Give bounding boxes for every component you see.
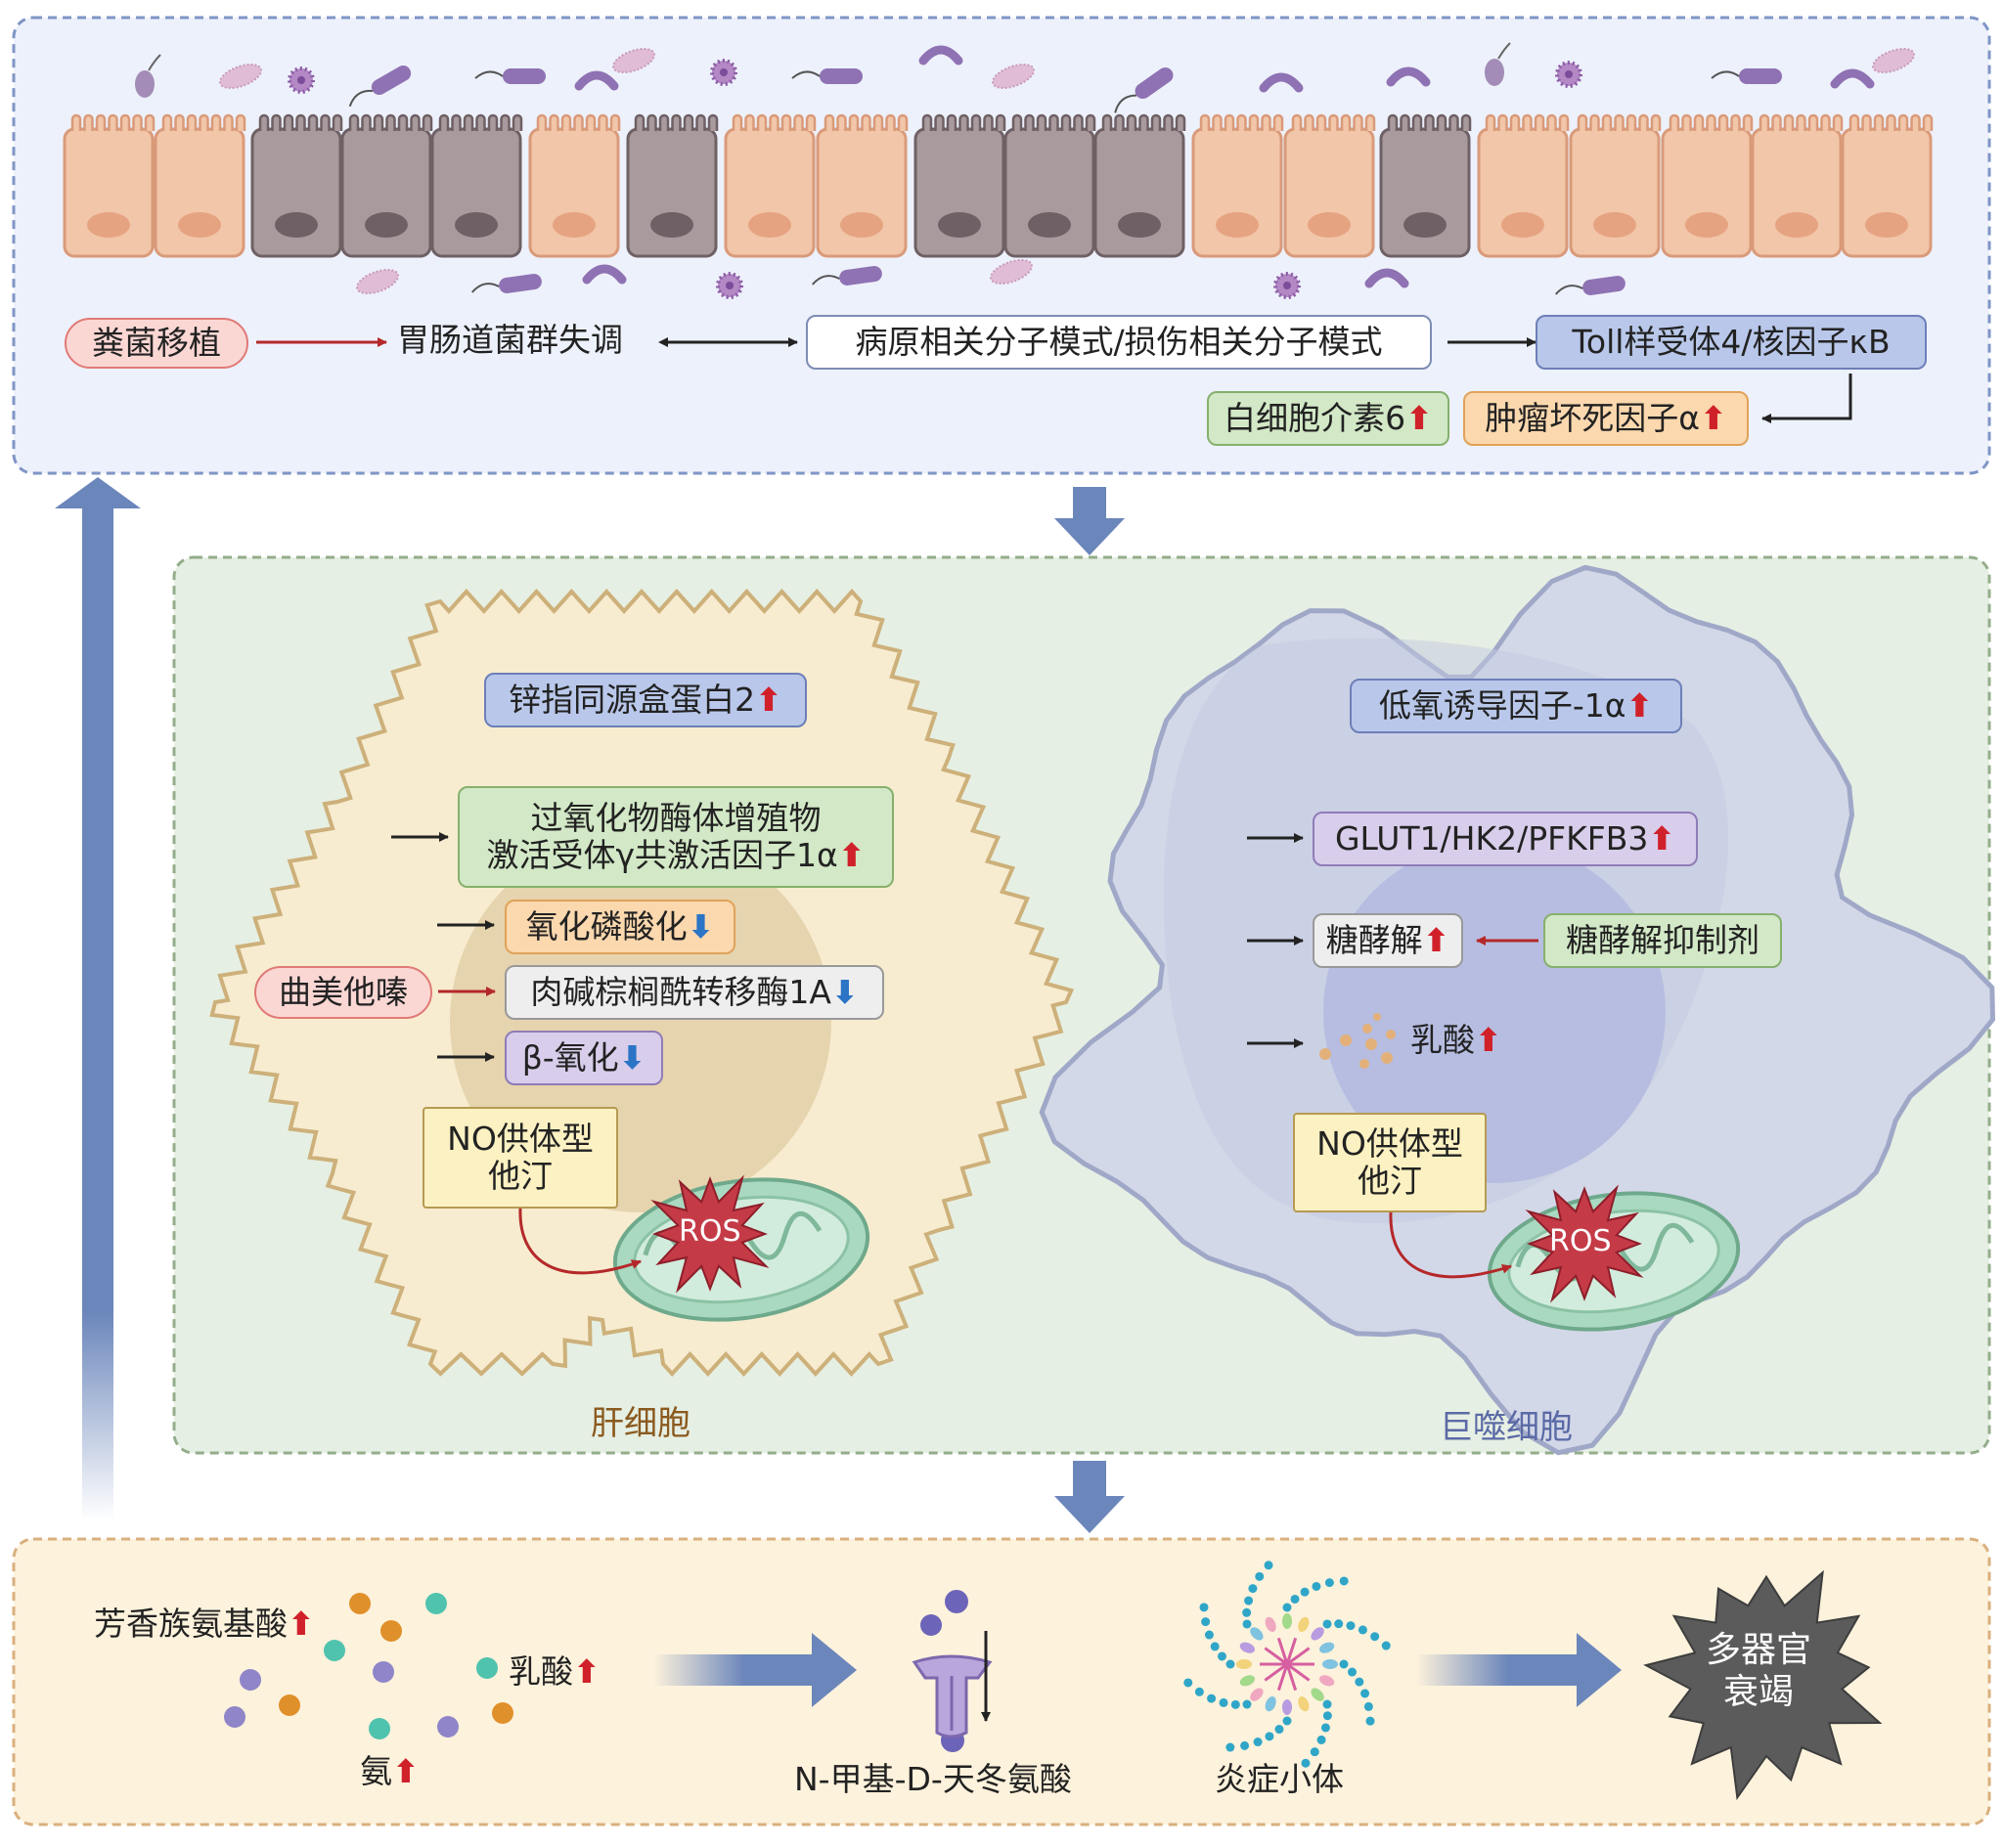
aromatic-amino-acids-label: 芳香族氨基酸⬆ xyxy=(94,1605,315,1643)
hepatocyte-ros-label: ROS xyxy=(679,1214,741,1249)
lactate-particles xyxy=(1319,1013,1396,1069)
up-arrow-icon: ⬆ xyxy=(1648,819,1676,858)
ros-burst-icon xyxy=(1525,1184,1644,1303)
dysbiosis-label: 胃肠道菌群失调 xyxy=(397,321,623,359)
metabolite-dots xyxy=(224,1593,513,1739)
intestinal-epithelium xyxy=(63,113,1934,258)
flow-arrow-2 xyxy=(1416,1633,1622,1707)
macrophage-no-statin-label: NO供体型他汀 xyxy=(1293,1113,1487,1212)
trimetazidine-label: 曲美他嗪 xyxy=(254,966,432,1019)
down-arrow-icon: ⬇ xyxy=(830,973,859,1012)
nmda-receptor-icon xyxy=(912,1590,993,1752)
il6-label: 白细胞介素6⬆ xyxy=(1207,391,1449,446)
up-arrow-icon: ⬆ xyxy=(1405,399,1433,438)
systemic-panel xyxy=(12,1537,1991,1826)
pamps-damps-label: 病原相关分子模式/损伤相关分子模式 xyxy=(806,315,1432,370)
beta-oxidation-label: β-氧化⬇ xyxy=(505,1031,663,1085)
feedback-arrow xyxy=(55,477,141,1520)
macrophage-lactate-label: 乳酸⬆ xyxy=(1410,1021,1502,1059)
flow-arrow-1 xyxy=(653,1633,857,1707)
ammonia-label: 氨⬆ xyxy=(360,1752,420,1790)
hepatocyte-caption: 肝细胞 xyxy=(591,1404,690,1443)
hif1a-label: 低氧诱导因子-1α⬆ xyxy=(1350,679,1682,733)
macrophage-ros-label: ROS xyxy=(1549,1224,1612,1258)
multi-organ-failure-label: 多器官衰竭 xyxy=(1706,1630,1812,1713)
down-arrow-icon: ⬇ xyxy=(618,1038,646,1078)
down-arrow-icon: ⬇ xyxy=(687,907,715,946)
glycolysis-label: 糖酵解⬆ xyxy=(1313,913,1463,968)
inflammasome-icon xyxy=(1183,1561,1391,1768)
inflammasome-label: 炎症小体 xyxy=(1215,1760,1344,1798)
cpt1a-label: 肉碱棕榈酰转移酶1A⬇ xyxy=(505,965,884,1020)
fmt-label: 粪菌移植 xyxy=(65,318,248,369)
up-arrow-icon: ⬆ xyxy=(1475,1021,1502,1059)
nmda-label: N-甲基-D-天冬氨酸 xyxy=(794,1760,1072,1798)
up-arrow-icon: ⬆ xyxy=(1422,921,1450,960)
pgc1a-label: 过氧化物酶体增殖物 激活受体γ共激活因子1α⬆ xyxy=(458,786,894,888)
organ-failure-burst-icon xyxy=(1643,1569,1883,1801)
down-arrow-1 xyxy=(1054,487,1125,555)
up-arrow-icon: ⬆ xyxy=(288,1605,315,1643)
hepatocyte-no-statin-label: NO供体型他汀 xyxy=(423,1107,618,1209)
up-arrow-icon: ⬆ xyxy=(392,1752,420,1790)
oxphos-label: 氧化磷酸化⬇ xyxy=(505,900,735,954)
bottom-lactate-label: 乳酸⬆ xyxy=(509,1652,601,1691)
glut1-hk2-pfkfb3-label: GLUT1/HK2/PFKFB3⬆ xyxy=(1313,812,1698,866)
tnf-alpha-label: 肿瘤坏死因子α⬆ xyxy=(1463,391,1749,446)
zhx2-label: 锌指同源盒蛋白2⬆ xyxy=(484,673,807,727)
up-arrow-icon: ⬆ xyxy=(573,1652,601,1691)
down-arrow-2 xyxy=(1054,1461,1125,1533)
up-arrow-icon: ⬆ xyxy=(1625,686,1654,726)
ros-burst-icon xyxy=(650,1174,770,1294)
gut-bacteria xyxy=(135,42,1915,299)
macrophage-caption: 巨噬细胞 xyxy=(1440,1408,1573,1447)
up-arrow-icon: ⬆ xyxy=(1700,399,1727,438)
up-arrow-icon: ⬆ xyxy=(755,681,782,720)
up-arrow-icon: ⬆ xyxy=(837,836,866,874)
tlr4-nfkb-label: Toll样受体4/核因子κB xyxy=(1536,315,1927,370)
glycolysis-inhibitor-label: 糖酵解抑制剂 xyxy=(1543,913,1782,968)
